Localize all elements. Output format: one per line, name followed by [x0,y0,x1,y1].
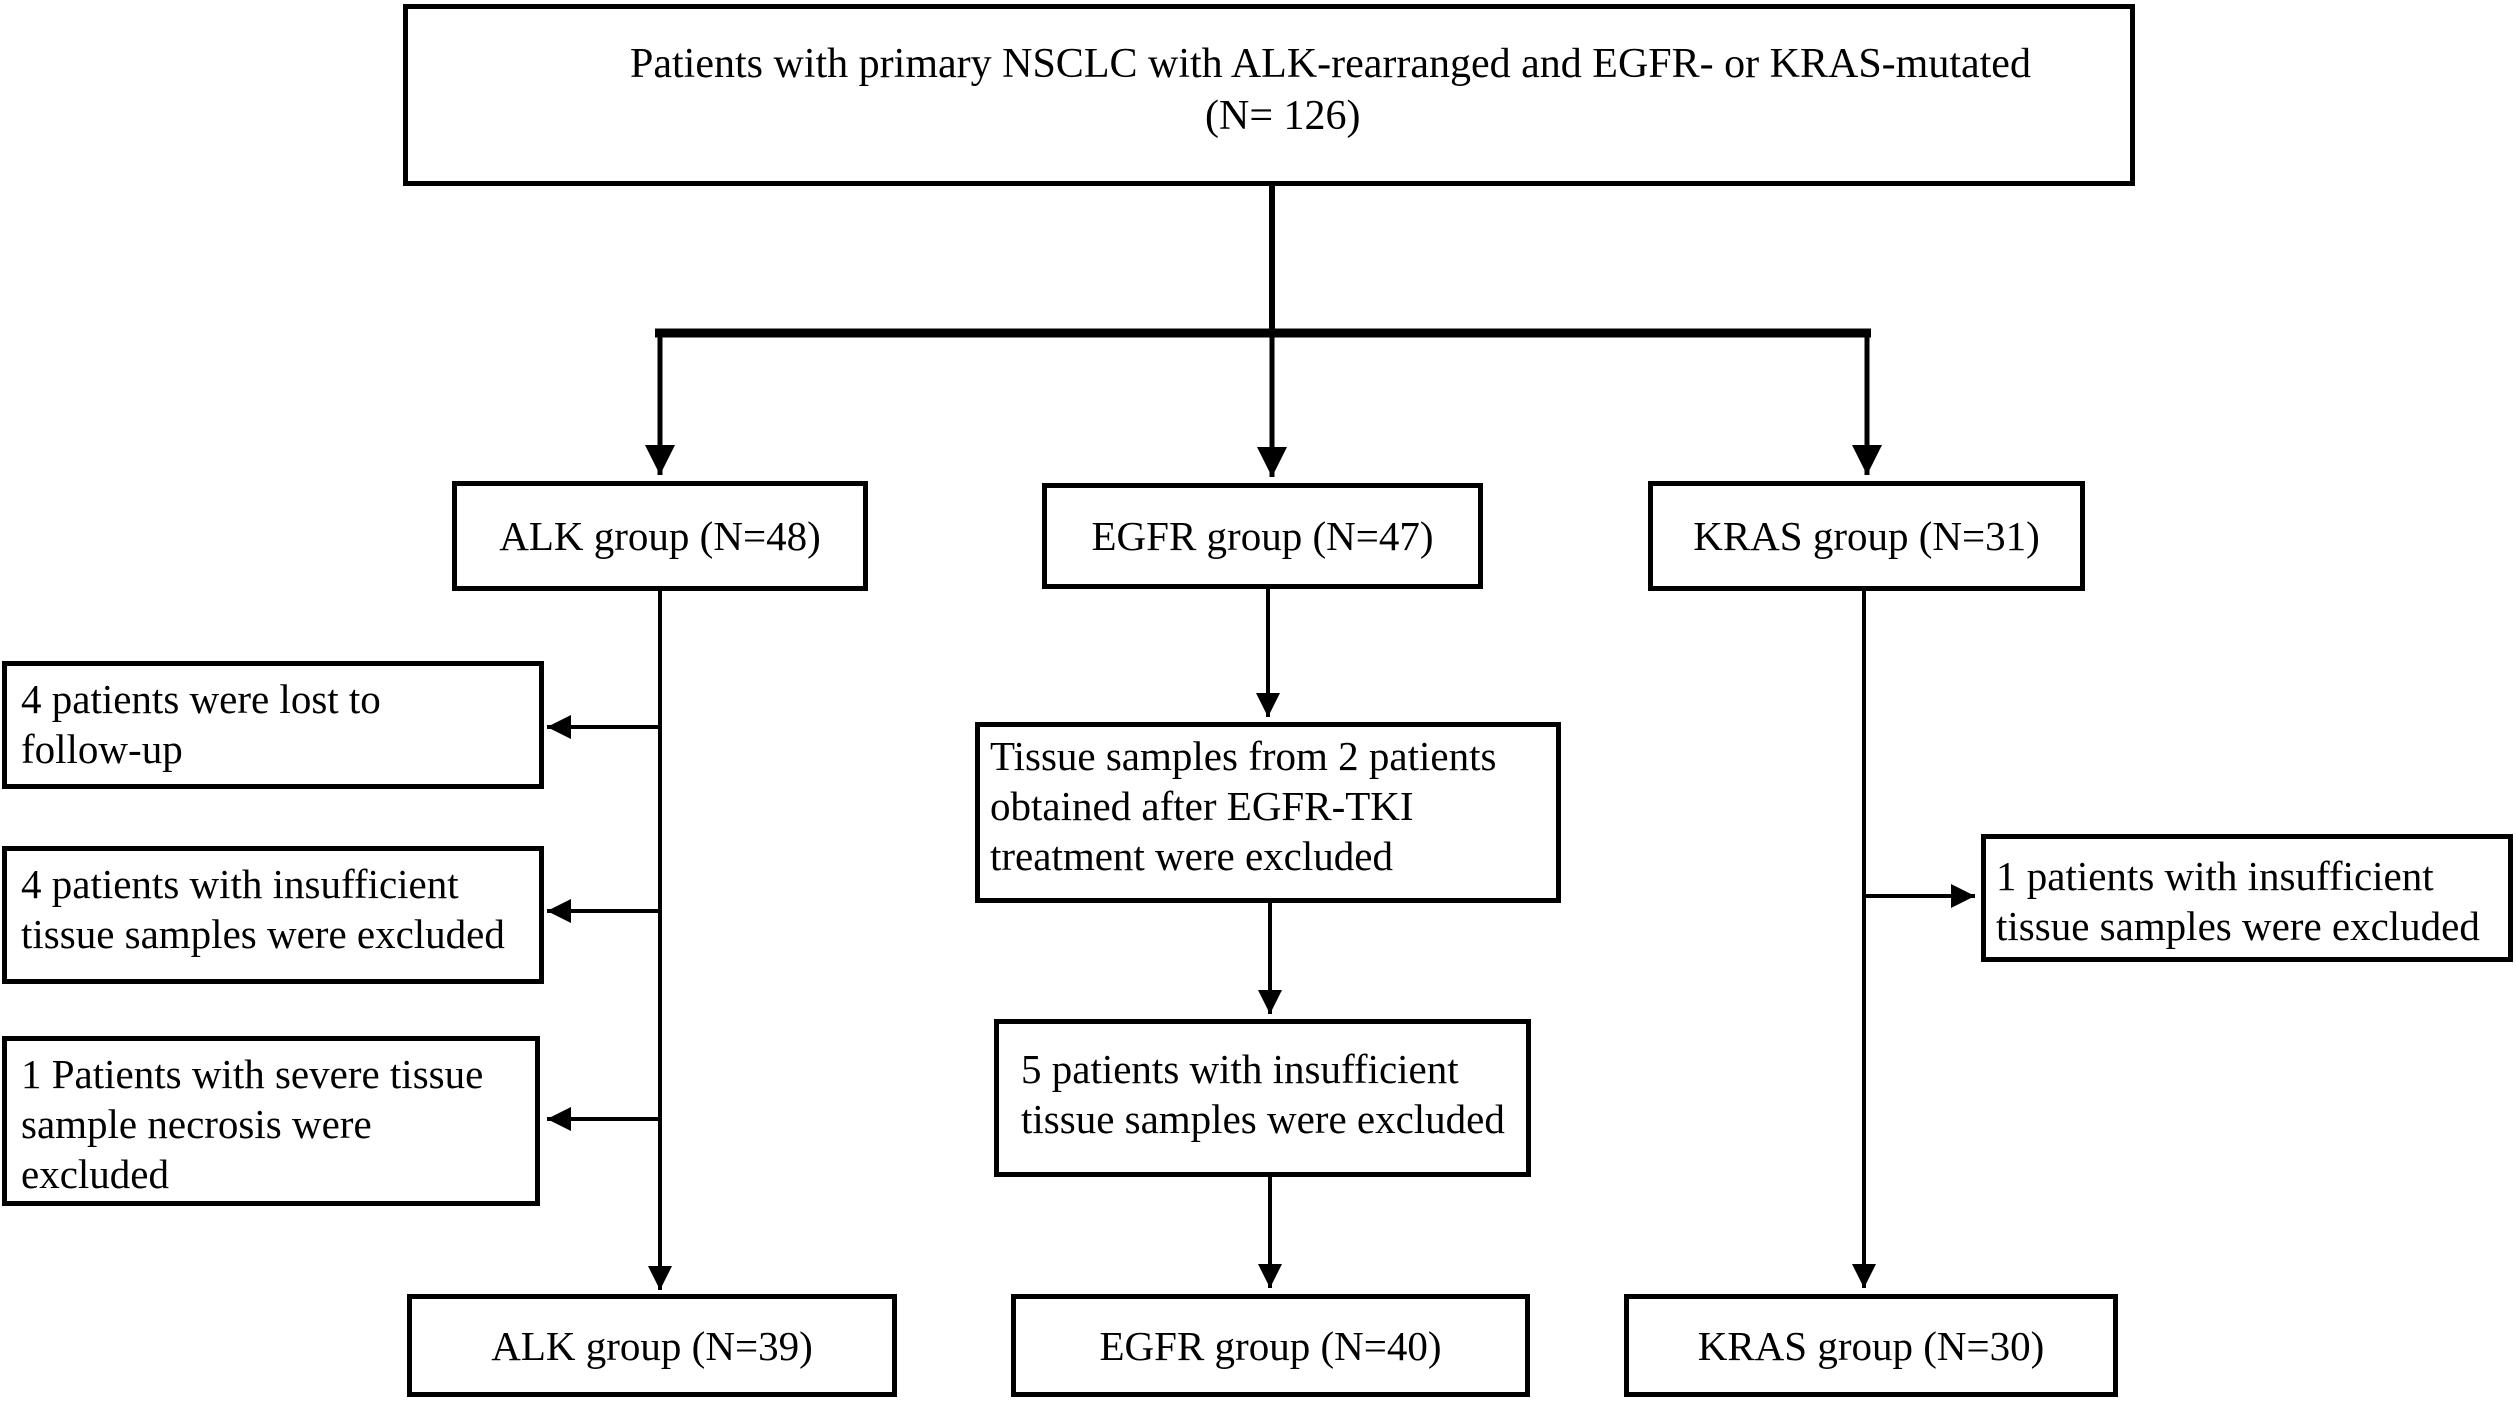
alk-final-box: ALK group (N=39) [407,1294,897,1397]
kras-final-label: KRAS group (N=30) [1697,1322,2045,1369]
egfr-group-label: EGFR group (N=47) [1091,513,1434,559]
alk-lost-line-2: follow-up [21,726,183,772]
top-box-all-patients: Patients with primary NSCLC with ALK-rea… [403,4,2135,186]
alk-necrosis-line-2: sample necrosis were [21,1101,372,1147]
alk-insufficient-box: 4 patients with insufficient tissue samp… [2,846,544,984]
egfr-insufficient-line-2: tissue samples were excluded [1021,1096,1505,1142]
egfr-group-box: EGFR group (N=47) [1042,483,1483,589]
egfr-tki-line-3: treatment were excluded [990,833,1393,879]
alk-insufficient-line-1: 4 patients with insufficient [21,861,459,907]
kras-group-box: KRAS group (N=31) [1648,481,2085,591]
alk-lost-box: 4 patients were lost to follow-up [2,661,544,789]
alk-necrosis-line-1: 1 Patients with severe tissue [21,1051,484,1097]
kras-final-box: KRAS group (N=30) [1624,1294,2118,1397]
egfr-tki-line-2: obtained after EGFR-TKI [990,783,1414,829]
kras-insufficient-box: 1 patients with insufficient tissue samp… [1981,834,2513,962]
top-box-line-1: Patients with primary NSCLC with ALK-rea… [630,41,2031,87]
alk-necrosis-line-3: excluded [21,1151,169,1197]
alk-lost-line-1: 4 patients were lost to [21,676,381,722]
kras-insufficient-line-2: tissue samples were excluded [1996,903,2480,949]
egfr-tki-line-1: Tissue samples from 2 patients [990,733,1497,779]
kras-group-label: KRAS group (N=31) [1693,513,2040,559]
egfr-final-label: EGFR group (N=40) [1099,1322,1442,1369]
egfr-insufficient-line-1: 5 patients with insufficient [1021,1046,1459,1092]
alk-final-label: ALK group (N=39) [491,1322,813,1369]
alk-group-label: ALK group (N=48) [499,513,821,559]
alk-group-box: ALK group (N=48) [452,481,868,591]
top-box-line-2: (N= 126) [1205,93,1361,139]
kras-insufficient-line-1: 1 patients with insufficient [1996,853,2434,899]
egfr-insufficient-box: 5 patients with insufficient tissue samp… [994,1019,1531,1177]
alk-insufficient-line-2: tissue samples were excluded [21,911,505,957]
egfr-tki-box: Tissue samples from 2 patients obtained … [975,722,1561,903]
alk-necrosis-box: 1 Patients with severe tissue sample nec… [2,1036,540,1206]
egfr-final-box: EGFR group (N=40) [1011,1294,1530,1397]
